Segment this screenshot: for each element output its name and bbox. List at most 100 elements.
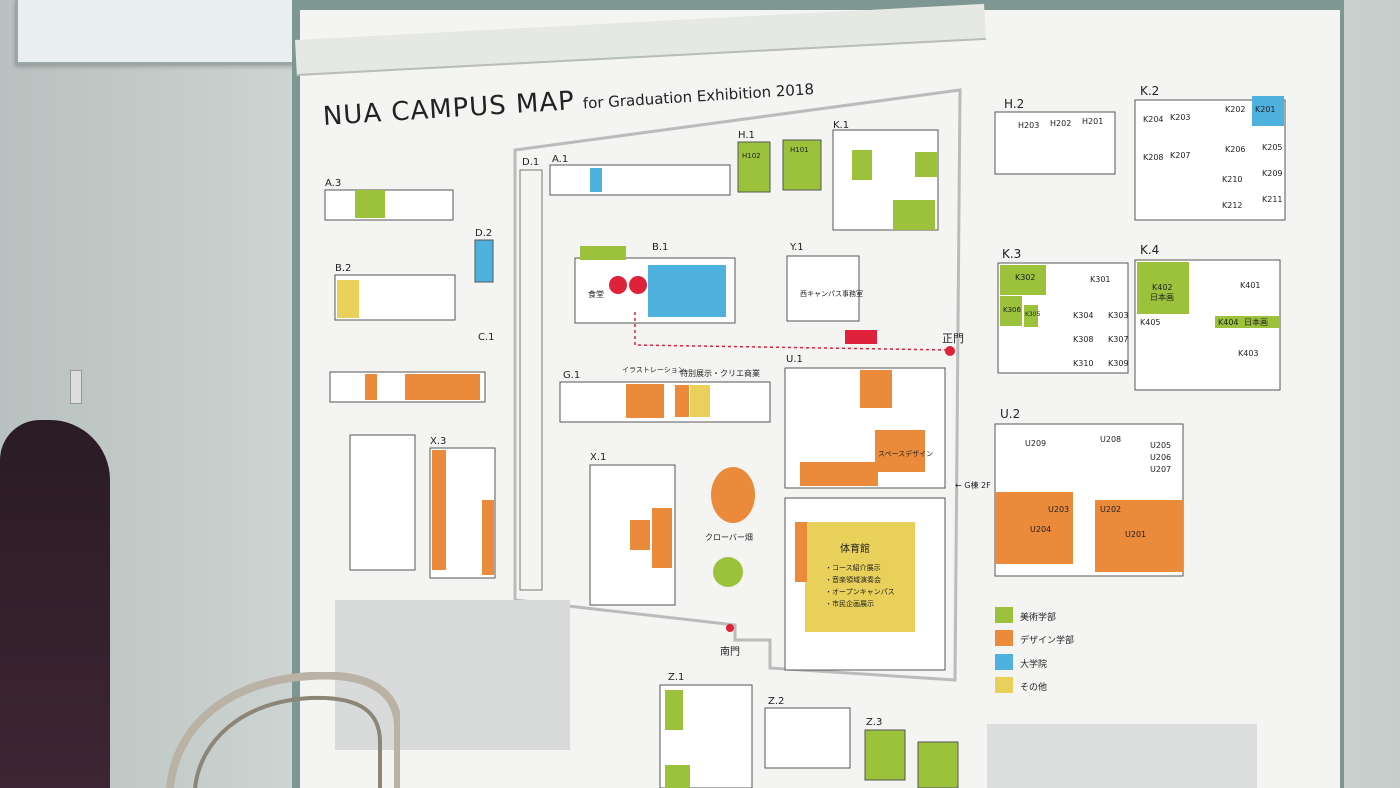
gym-item-3: ・オープンキャンパス	[825, 588, 895, 596]
legend-swatch-design	[995, 630, 1013, 646]
room-k206: K206	[1225, 145, 1246, 154]
tag-g1: G.1	[563, 370, 580, 381]
room-k205: K205	[1262, 143, 1283, 152]
legend-label-art: 美術学部	[1020, 611, 1056, 623]
building-g1: G.1 特別展示・クリエ商業 イラストレーション	[559, 366, 771, 423]
person-silhouette	[0, 420, 110, 788]
tag-d1: D.1	[522, 157, 539, 168]
room-k209: K209	[1262, 169, 1283, 178]
room-u205: U205	[1150, 441, 1171, 450]
gym-hall	[805, 522, 915, 632]
tag-d2: D.2	[475, 228, 492, 239]
reception-marker-2	[629, 276, 647, 294]
room-u208: U208	[1100, 435, 1121, 444]
room-k404-sub: 日本画	[1244, 317, 1268, 327]
legend: 美術学部 デザイン学部 大学院 その他	[995, 607, 1074, 693]
space-design-pavilion	[711, 467, 755, 523]
building-d1-a1: D.1 A.1	[519, 154, 731, 591]
tag-u1: U.1	[786, 354, 803, 365]
tag-b1: B.1	[652, 242, 668, 253]
legend-label-design: デザイン学部	[1020, 634, 1074, 646]
tag-x3: X.3	[430, 436, 446, 447]
room-k210: K210	[1222, 175, 1243, 184]
room-u202: U202	[1100, 505, 1121, 514]
gym-item-4: ・市民企画展示	[825, 599, 874, 608]
building-b2: B.2	[334, 263, 456, 321]
room-k207: K207	[1170, 151, 1191, 160]
building-a3: A.3	[324, 178, 454, 221]
room-u206: U206	[1150, 453, 1171, 462]
building-c-left	[329, 371, 486, 403]
tag-b2: B.2	[335, 263, 351, 274]
room-k305: K305	[1025, 311, 1041, 318]
building-z1: Z.1	[659, 672, 753, 788]
room-k201: K201	[1255, 105, 1276, 114]
building-k1: K.1	[832, 120, 939, 231]
room-k405: K405	[1140, 318, 1161, 327]
room-k301: K301	[1090, 275, 1111, 284]
room-u201: U201	[1125, 530, 1146, 539]
tag-u2: U.2	[1000, 407, 1020, 421]
tag-h1: H.1	[738, 130, 755, 141]
art-creator-spot	[713, 557, 743, 587]
building-z3: Z.3	[864, 717, 959, 788]
gym-item-1: ・コース紹介展示	[825, 563, 881, 572]
tag-z2: Z.2	[768, 696, 784, 707]
building-z2: Z.2	[764, 696, 851, 769]
tag-c1: C.1	[478, 332, 495, 343]
legend-swatch-other	[995, 677, 1013, 693]
tag-z1: Z.1	[668, 672, 684, 683]
main-gate-marker	[945, 346, 955, 356]
room-k204: K204	[1143, 115, 1164, 124]
room-k302: K302	[1015, 273, 1036, 282]
room-k402: K402	[1152, 283, 1173, 292]
schedule-table	[335, 600, 570, 750]
room-k208: K208	[1143, 153, 1164, 162]
room-k307: K307	[1108, 335, 1129, 344]
tag-k1: K.1	[833, 120, 849, 131]
label-main-gate: 正門	[942, 332, 964, 345]
gym-item-2: ・音楽領域演奏会	[825, 575, 881, 584]
tag-a3: A.3	[325, 178, 341, 189]
building-x1: X.1	[589, 452, 676, 606]
label-south-gate: 南門	[720, 645, 740, 658]
room-k401: K401	[1240, 281, 1261, 290]
room-k309: K309	[1108, 359, 1129, 368]
room-k310: K310	[1073, 359, 1094, 368]
tag-h2: H.2	[1004, 97, 1024, 111]
room-h101: H101	[790, 146, 809, 154]
label-gym: 体育館	[840, 542, 870, 555]
building-x-left: X.3	[349, 434, 496, 579]
legend-swatch-grad	[995, 654, 1013, 670]
building-y1: Y.1 西キャンパス事務室	[786, 242, 863, 322]
label-west-office: 西キャンパス事務室	[800, 289, 863, 298]
room-k304: K304	[1073, 311, 1094, 320]
room-h202: H202	[1050, 119, 1071, 128]
building-d2: D.2	[474, 228, 494, 283]
building-h1: H.1 H102 H101	[737, 130, 822, 193]
room-k402-sub: 日本画	[1150, 292, 1174, 302]
building-k3: K.3 K302 K301 K306 K305 K304 K303 K308 K…	[997, 247, 1129, 374]
label-illustration-g1: イラストレーション	[622, 366, 685, 374]
room-u204: U204	[1030, 525, 1051, 534]
building-k4: K.4 K402 日本画 K401 K405 K404 日本画 K403	[1134, 243, 1281, 391]
room-k308: K308	[1073, 335, 1094, 344]
room-h201: H201	[1082, 117, 1103, 126]
building-u2: U.2 U209 U208 U205 U206 U207 U203 U202 U…	[955, 407, 1184, 577]
legend-label-other: その他	[1020, 681, 1047, 693]
shuttle-stop-marker	[845, 330, 877, 344]
building-c1: C.1	[478, 332, 495, 343]
room-k212: K212	[1222, 201, 1243, 210]
tag-k2: K.2	[1140, 84, 1159, 98]
info-box	[987, 724, 1257, 788]
room-h203: H203	[1018, 121, 1039, 130]
south-gate-marker	[726, 624, 734, 632]
building-u1: U.1 スペースデザイン	[784, 354, 946, 489]
room-k404: K404	[1218, 318, 1239, 327]
tag-a1: A.1	[552, 154, 568, 165]
route-path	[634, 312, 951, 351]
room-k211: K211	[1262, 195, 1283, 204]
building-gym: 体育館 ・コース紹介展示 ・音楽領域演奏会 ・オープンキャンパス ・市民企画展示	[784, 497, 946, 671]
b1-grad-hall	[648, 265, 726, 317]
